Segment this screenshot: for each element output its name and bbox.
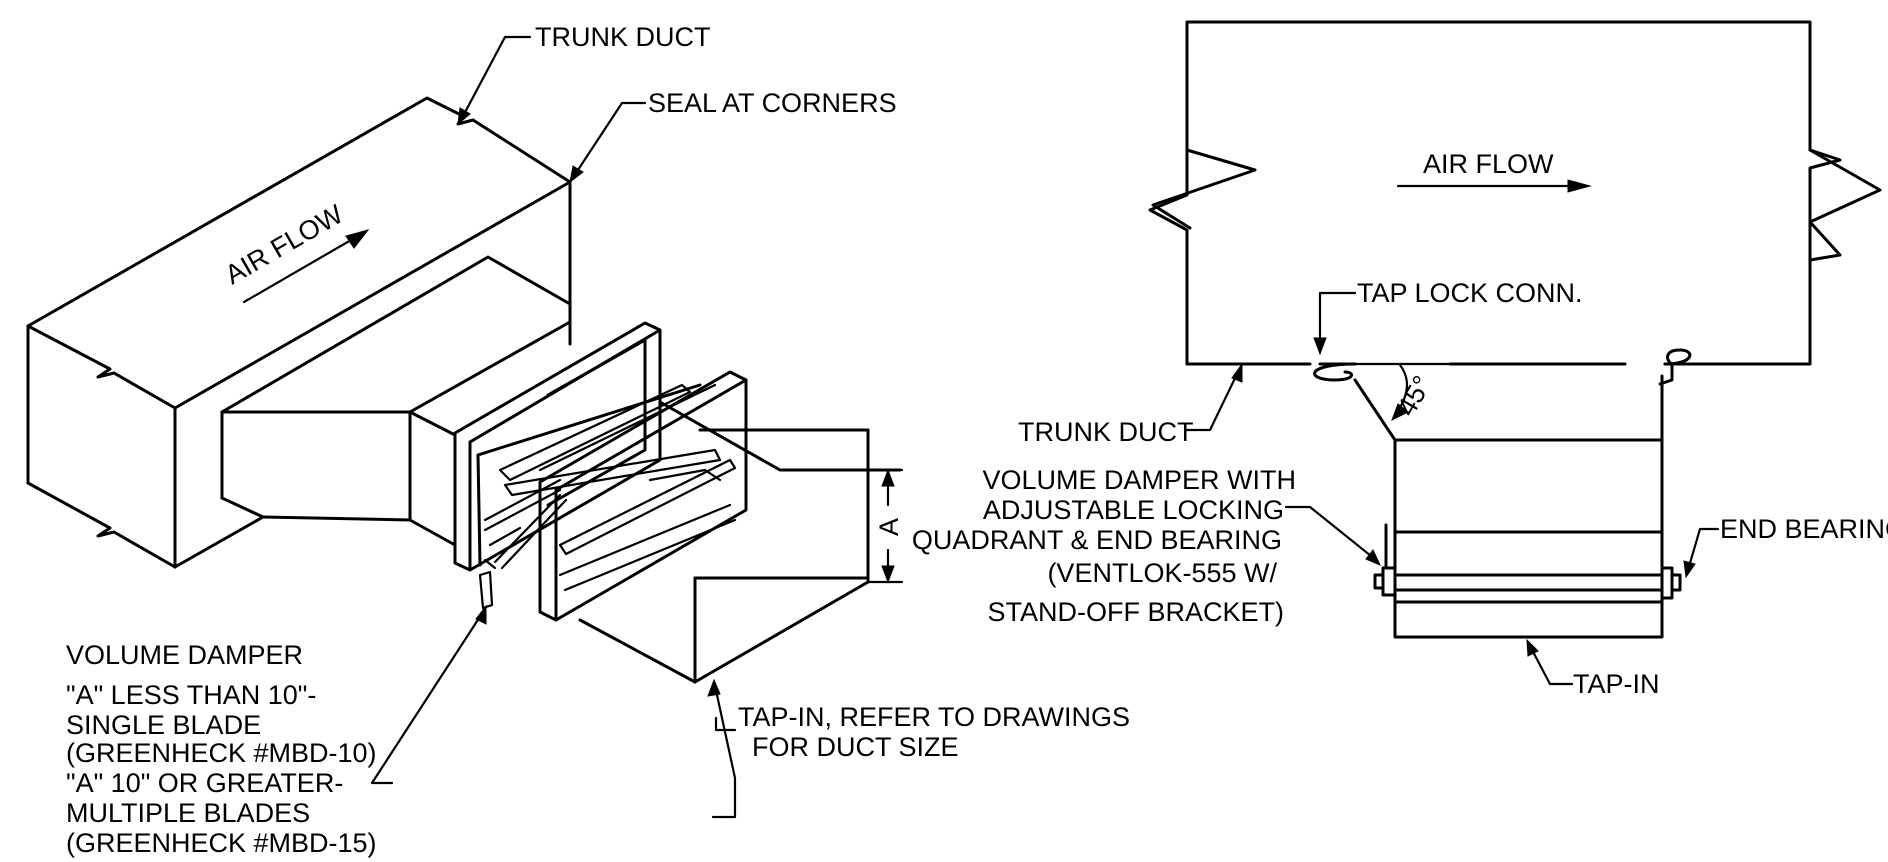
volume-damper-line-3: SINGLE BLADE — [66, 710, 261, 740]
damper-note-line-3: QUADRANT & END BEARING — [912, 525, 1282, 555]
tap-in-duct — [578, 400, 902, 684]
tap-lock-conn-label: TAP LOCK CONN. — [1357, 278, 1583, 308]
volume-damper-line-6: MULTIPLE BLADES — [66, 798, 310, 828]
tap-collar — [220, 255, 572, 547]
volume-damper-line-5: "A" 10" OR GREATER- — [66, 768, 343, 798]
trunk-duct-label-left: TRUNK DUCT — [535, 22, 711, 52]
tap-in-leader-hook — [714, 716, 737, 732]
leader-lines-right — [1184, 291, 1720, 686]
trunk-duct-label-right: TRUNK DUCT — [1018, 417, 1194, 447]
dimension-a: A — [866, 468, 904, 584]
air-flow-arrow-right: AIR FLOW — [1396, 149, 1592, 193]
tap-in-line-2: FOR DUCT SIZE — [752, 732, 959, 762]
leader-lines-left — [370, 35, 737, 819]
tap-in-line-1: TAP-IN, REFER TO DRAWINGS — [738, 702, 1130, 732]
damper-quadrant-plan — [1373, 523, 1682, 600]
air-flow-label-right: AIR FLOW — [1423, 149, 1554, 179]
volume-damper-note-right: VOLUME DAMPER WITH ADJUSTABLE LOCKING QU… — [912, 465, 1296, 627]
trunk-duct-plan — [1148, 20, 1842, 366]
damper-note-line-2: ADJUSTABLE LOCKING — [983, 495, 1284, 525]
damper-note-line-4: (VENTLOK-555 W/ — [1047, 558, 1277, 588]
trunk-duct-isometric — [26, 96, 572, 569]
damper-note-line-5: STAND-OFF BRACKET) — [988, 597, 1285, 627]
angle-45-callout: 45° — [1353, 362, 1467, 422]
tap-in-plan — [1393, 438, 1664, 639]
tap-in-note-left: TAP-IN, REFER TO DRAWINGS FOR DUCT SIZE — [738, 702, 1130, 762]
volume-damper-line-1: VOLUME DAMPER — [66, 640, 303, 670]
air-flow-label-left: AIR FLOW — [220, 199, 348, 290]
damper-blades — [483, 383, 737, 592]
isometric-duct-detail: A AIR FLOW TRUNK DUCT SEAL AT CORNERS VO… — [26, 22, 1130, 858]
damper-note-line-1: VOLUME DAMPER WITH — [982, 465, 1296, 495]
end-bearing-label: END BEARING — [1720, 514, 1888, 544]
locking-quadrant — [478, 493, 568, 610]
tap-in-label-right: TAP-IN — [1573, 669, 1660, 699]
trunk-break-left — [1151, 148, 1257, 230]
dimension-a-label: A — [874, 518, 904, 536]
trunk-break-right — [1808, 148, 1882, 262]
volume-damper-line-4: (GREENHECK #MBD-10) — [66, 738, 377, 768]
volume-damper-line-7: (GREENHECK #MBD-15) — [66, 828, 377, 858]
volume-damper-line-2: "A" LESS THAN 10"- — [66, 680, 316, 710]
damper-frame — [453, 321, 748, 622]
air-flow-arrow-left: AIR FLOW — [220, 199, 370, 304]
plan-duct-detail: 45° AIR FLOW — [912, 20, 1888, 699]
volume-damper-note-left: VOLUME DAMPER "A" LESS THAN 10"- SINGLE … — [66, 640, 377, 858]
seal-at-corners-label: SEAL AT CORNERS — [648, 88, 897, 118]
tap-lock-connection — [1313, 348, 1692, 442]
